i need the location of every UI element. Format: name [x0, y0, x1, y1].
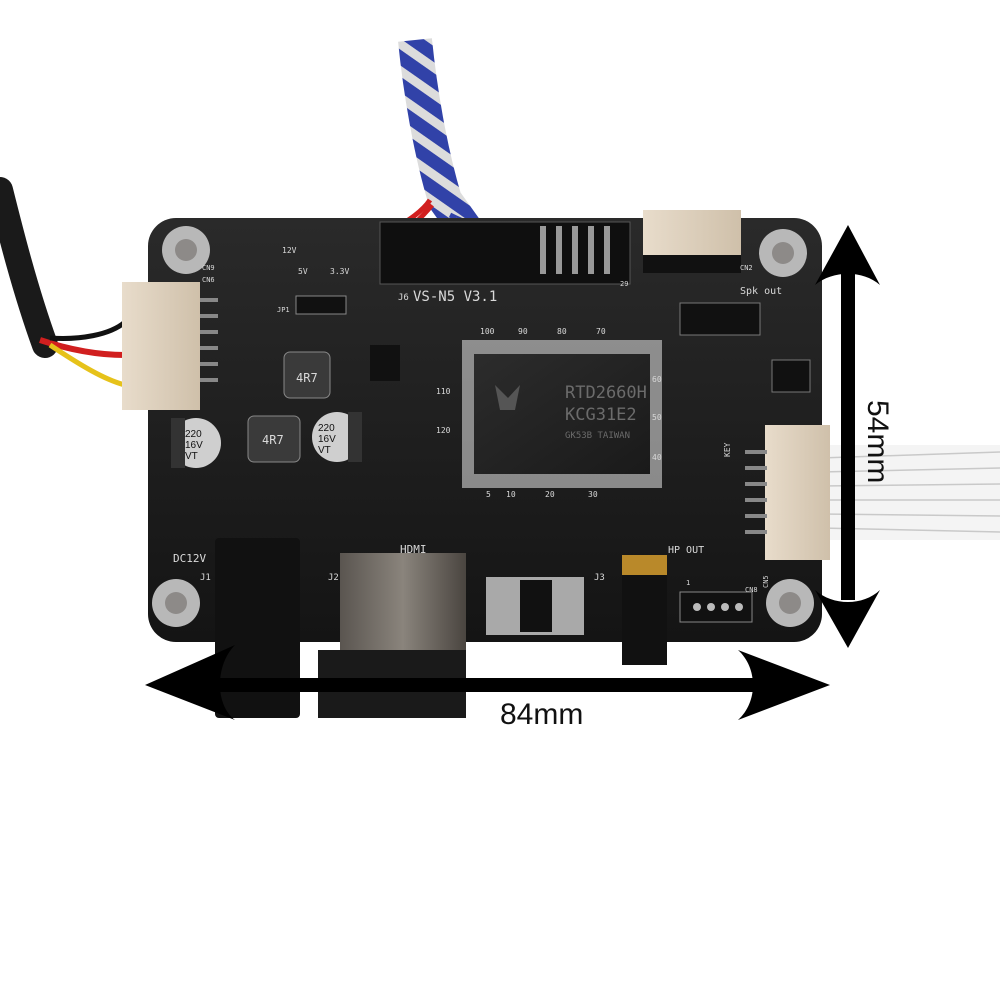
chip-label-line3: GK53B TAIWAN — [565, 431, 630, 441]
svg-text:CN5: CN5 — [762, 575, 770, 588]
arrow-right-icon — [738, 650, 830, 720]
realtek-logo-icon — [495, 385, 520, 410]
svg-text:120: 120 — [436, 426, 451, 435]
speaker-connector-cn2 — [643, 210, 741, 262]
svg-text:90: 90 — [518, 327, 528, 336]
lvds-cable — [383, 38, 511, 245]
chip-label-line1: RTD2660H — [565, 383, 647, 403]
width-label: 84mm — [500, 698, 583, 731]
pcb-board: RTD2660H KCG31E2 GK53B TAIWAN 4R7 4R7 22… — [122, 210, 830, 718]
svg-text:20: 20 — [545, 490, 555, 499]
width-dimension-arrow: 84mm — [145, 645, 830, 731]
chip-label-line2: KCG31E2 — [565, 405, 637, 425]
left-cable — [0, 177, 127, 388]
svg-text:220: 220 — [185, 429, 202, 440]
height-label: 54mm — [861, 400, 894, 483]
svg-text:220: 220 — [318, 423, 335, 434]
inductor-1 — [283, 351, 331, 399]
svg-text:12V: 12V — [282, 246, 297, 255]
svg-text:110: 110 — [436, 387, 451, 396]
dc-power-jack — [215, 538, 300, 718]
amp-ic — [679, 302, 761, 336]
svg-text:4R7: 4R7 — [296, 371, 318, 385]
svg-text:J6: J6 — [398, 293, 409, 303]
dc12v-label: DC12V — [173, 552, 206, 565]
left-connector-cn6 — [122, 282, 200, 410]
svg-text:4R7: 4R7 — [262, 433, 284, 447]
svg-text:50: 50 — [652, 413, 662, 422]
mounting-hole-bl — [152, 579, 200, 627]
svg-text:70: 70 — [596, 327, 606, 336]
svg-text:CN2: CN2 — [740, 264, 753, 272]
svg-text:CN9: CN9 — [202, 264, 215, 272]
svg-text:VT: VT — [318, 445, 331, 456]
svg-text:5: 5 — [486, 490, 491, 499]
svg-text:60: 60 — [652, 375, 662, 384]
arrow-up-icon — [815, 225, 880, 285]
mounting-hole-tl — [162, 226, 210, 274]
svg-text:80: 80 — [557, 327, 567, 336]
hp-out-label: HP OUT — [668, 545, 704, 556]
svg-text:J2: J2 — [328, 573, 339, 583]
svg-text:1: 1 — [686, 579, 690, 587]
arrow-down-icon — [815, 590, 880, 648]
hdmi-port — [340, 553, 466, 653]
svg-text:CN6: CN6 — [202, 276, 215, 284]
mounting-hole-br — [766, 579, 814, 627]
board-model-label: VS-N5 V3.1 — [413, 289, 497, 305]
main-chip-rtd2660h: RTD2660H KCG31E2 GK53B TAIWAN — [462, 340, 662, 488]
inductor-2 — [247, 415, 301, 463]
height-dimension-arrow: 54mm — [815, 225, 894, 648]
svg-text:10: 10 — [506, 490, 516, 499]
svg-text:KEY: KEY — [723, 442, 732, 457]
key-connector-cn5 — [765, 425, 830, 560]
svg-text:40: 40 — [652, 453, 662, 462]
svg-text:16V: 16V — [185, 440, 203, 451]
spk-out-label: Spk out — [740, 286, 782, 297]
capacitor-1: 220 16V VT — [171, 418, 221, 468]
svg-text:CN8: CN8 — [745, 586, 758, 594]
svg-text:JP1: JP1 — [277, 306, 290, 314]
svg-text:100: 100 — [480, 327, 495, 336]
eeprom-ic — [771, 359, 811, 393]
capacitor-2: 220 16V VT — [312, 412, 362, 462]
hdmi-label: HDMI — [400, 543, 427, 556]
svg-text:VT: VT — [185, 451, 198, 462]
svg-text:30: 30 — [588, 490, 598, 499]
audio-jack — [622, 565, 667, 665]
svg-text:5V: 5V — [298, 267, 308, 276]
svg-text:3.3V: 3.3V — [330, 267, 349, 276]
svg-text:J3: J3 — [594, 573, 605, 583]
mounting-hole-tr — [759, 229, 807, 277]
svg-text:16V: 16V — [318, 434, 336, 445]
regulator-ic — [370, 345, 400, 381]
arrow-left-icon — [145, 645, 235, 720]
jumper-jp1 — [295, 295, 347, 315]
svg-text:29: 29 — [620, 280, 628, 288]
svg-text:J1: J1 — [200, 573, 211, 583]
